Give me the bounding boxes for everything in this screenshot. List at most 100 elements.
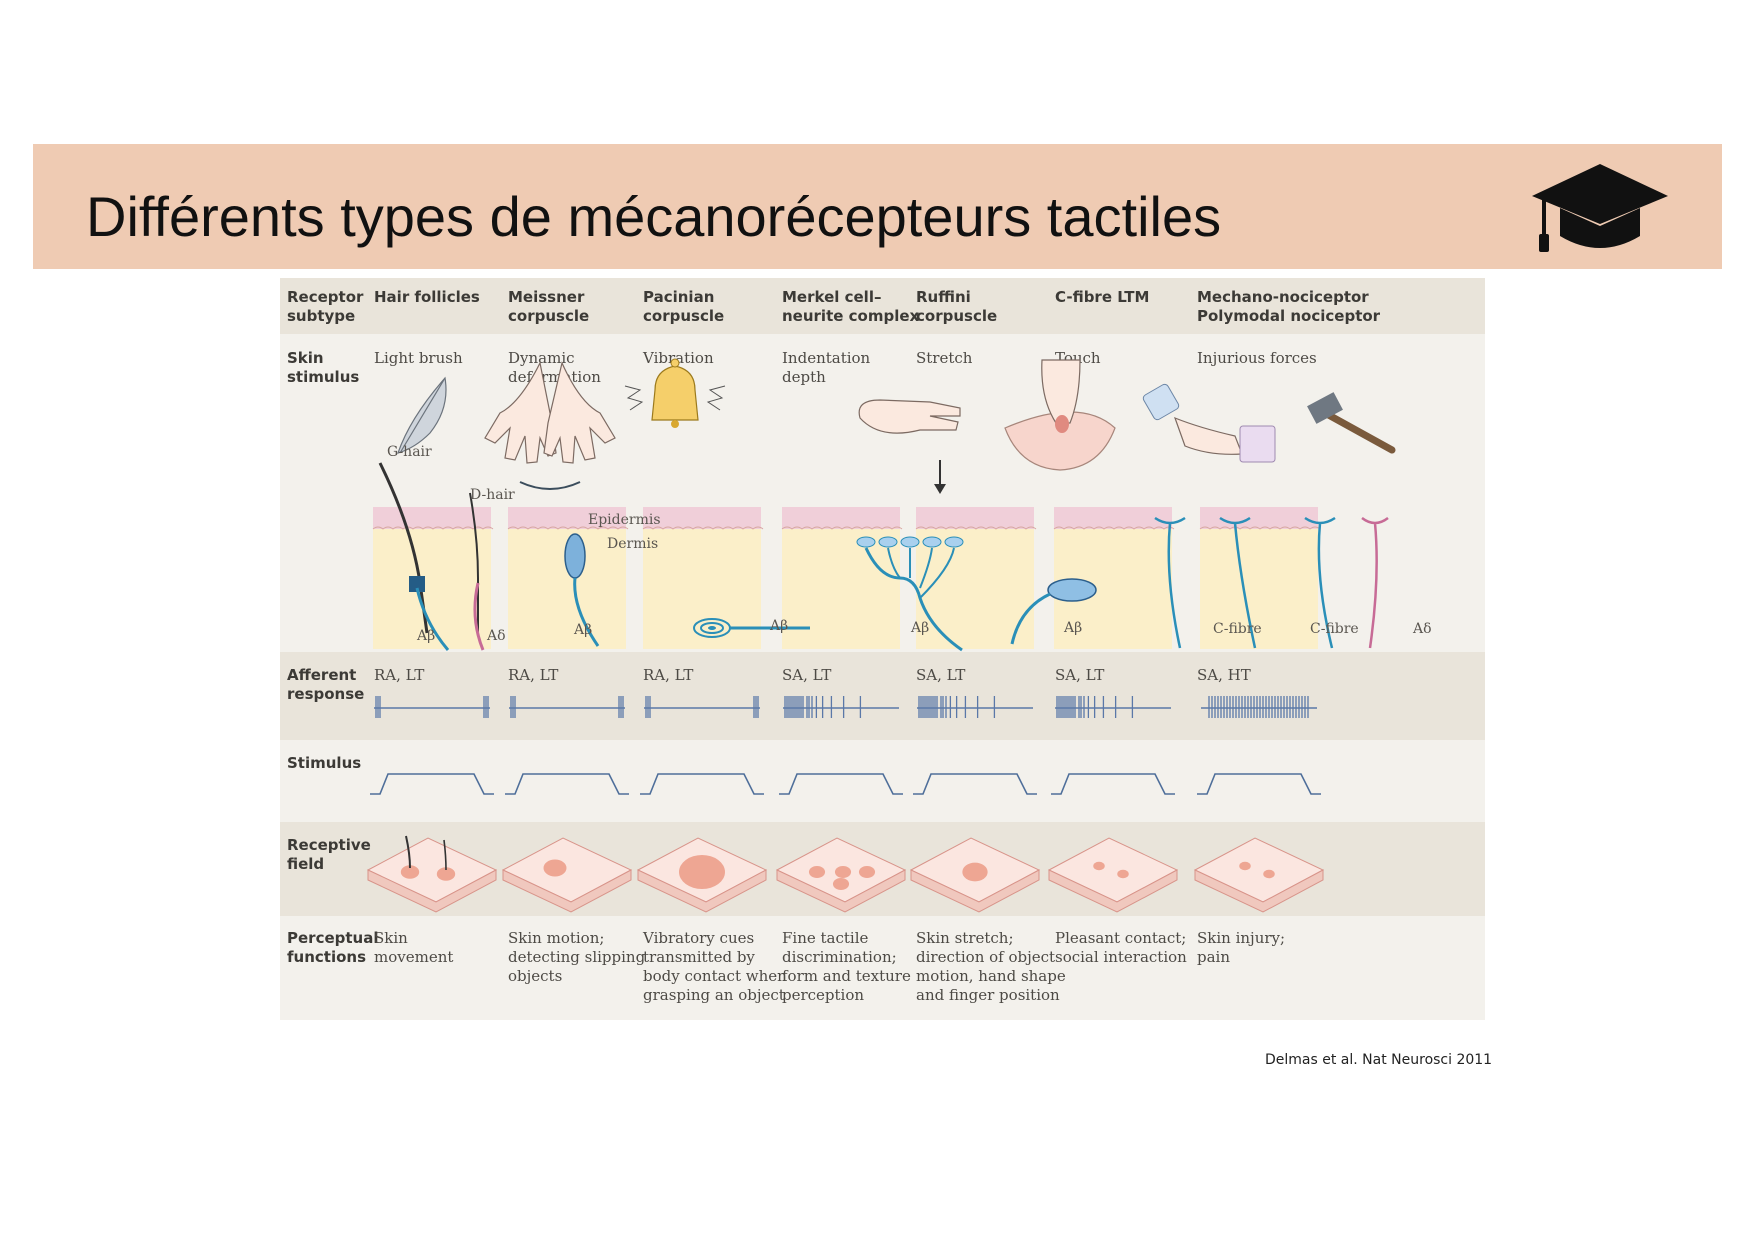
handshake-icon [1142,383,1276,463]
receptive-field-spot [962,862,988,882]
receptive-field-side [1048,869,1178,913]
receptive-field-spot [858,866,876,878]
nociceptor-endings [1304,516,1389,649]
citation-credit: Delmas et al. Nat Neurosci 2011 [1265,1052,1493,1068]
hands-icon [484,361,616,464]
label-adelta: Aδ [1412,621,1432,637]
meissner-corpuscle [564,533,600,647]
skin-boundary [781,526,903,530]
column-function-label: transmitted by [643,948,755,966]
label-dermis: Dermis [607,536,658,552]
column-response-label: SA, LT [782,666,831,684]
skin-blocks [372,507,1321,649]
stimulus-trace [640,773,764,795]
hair-shaft [443,839,447,871]
receptive-field-spot [1239,861,1251,871]
label-abeta: Aβ [416,628,435,644]
column-stimulus-label: Stretch [916,349,973,367]
label-d-hair: D-hair [470,487,515,503]
column-function-label: motion, hand shape [916,967,1066,985]
stimulus-trace [505,773,629,795]
epidermis-layer [1200,507,1318,529]
receptive-field-side [1194,869,1324,913]
column-function-label: objects [508,967,562,985]
hair-shaft [405,835,411,869]
column-stimulus-label: Light brush [374,349,463,367]
epidermis-layer [1054,507,1172,529]
column-subtype-label: Polymodal nociceptor [1197,307,1381,325]
afferent-spike-trains [374,696,1317,718]
merkel-complex [856,536,964,652]
receptive-field-spot [400,865,420,879]
column-response-label: RA, LT [508,666,558,684]
column-function-label: movement [374,948,453,966]
column-subtype-label: Meissner [508,288,585,306]
graduation-cap-icon [1532,164,1668,252]
epidermis-layer [643,507,761,529]
hammer-icon [1307,392,1396,454]
column-function-label: form and texture [782,967,911,985]
stimulus-trace [779,773,903,795]
receptive-field-spot [1263,869,1275,879]
receptive-field-side [502,869,632,913]
dermis-layer [782,529,900,649]
column-subtype-label: neurite complex [782,307,920,325]
stimulus-traces [370,773,1321,795]
row-afferent-bg [280,652,1485,740]
row-header-line: stimulus [287,368,359,386]
label-adelta: Aδ [486,628,506,644]
receptive-field-spot [679,855,725,889]
column-subtype-label: Mechano-nociceptor [1197,288,1369,306]
hand-pressing-icon [858,399,961,494]
row-header-line: Skin [287,349,324,367]
feather-icon [397,376,447,454]
column-function-label: discrimination; [782,948,897,966]
title-banner: Différents types de mécanorécepteurs tac… [33,144,1722,269]
receptive-field-spot [436,867,456,881]
row-header-line: Stimulus [287,754,361,772]
c-fibre-endings [1154,516,1257,649]
receptive-field-spot [834,866,852,878]
receptive-field-side [637,869,767,913]
row-header-line: response [287,685,364,703]
column-function-label: Skin injury; [1197,929,1285,947]
skin-boundary [642,526,764,530]
row-stim-bg [280,740,1485,822]
column-subtype-label: Pacinian [643,288,714,306]
stimulus-trace [370,773,494,795]
receptive-field-spot [832,878,850,890]
column-subtype-label: Ruffini [916,288,971,306]
column-subtype-label: corpuscle [643,307,724,325]
column-subtype-label: C-fibre LTM [1055,288,1149,306]
row-header-line: Receptor [287,288,364,306]
skin-boundary [507,526,629,530]
column-stimulus-label: Vibration [642,349,714,367]
skin-stretch-icon [1004,359,1116,471]
row-header-stim: Stimulus [287,754,361,772]
row-header-line: functions [287,948,366,966]
column-subtype-label: corpuscle [916,307,997,325]
stimulus-trace [1051,773,1175,795]
column-subtype-label: corpuscle [508,307,589,325]
row-header-afferent: Afferent response [287,666,364,703]
column-function-label: perception [782,986,864,1004]
column-function-label: Pleasant contact; [1055,929,1186,947]
column-response-label: SA, LT [1055,666,1104,684]
column-function-label: Skin motion; [508,929,604,947]
row-functions-bg [280,916,1485,1020]
column-function-label: and finger position [916,986,1060,1004]
epidermis-layer [782,507,900,529]
stimulus-trace [913,773,1037,795]
row-header-functions: Perceptual functions [287,929,378,966]
column-function-label: grasping an object [643,986,785,1004]
column-function-label: Fine tactile [782,929,869,947]
row-header-line: Receptive [287,836,371,854]
label-abeta: Aβ [573,622,592,638]
slide-title: Différents types de mécanorécepteurs tac… [86,185,1222,248]
row-header-stimulus: Skin stimulus [287,349,359,386]
column-stimulus-label: Indentation [782,349,871,367]
column-response-label: RA, LT [643,666,693,684]
column-function-label: body contact when [643,967,787,985]
receptive-field-spot [543,859,567,877]
